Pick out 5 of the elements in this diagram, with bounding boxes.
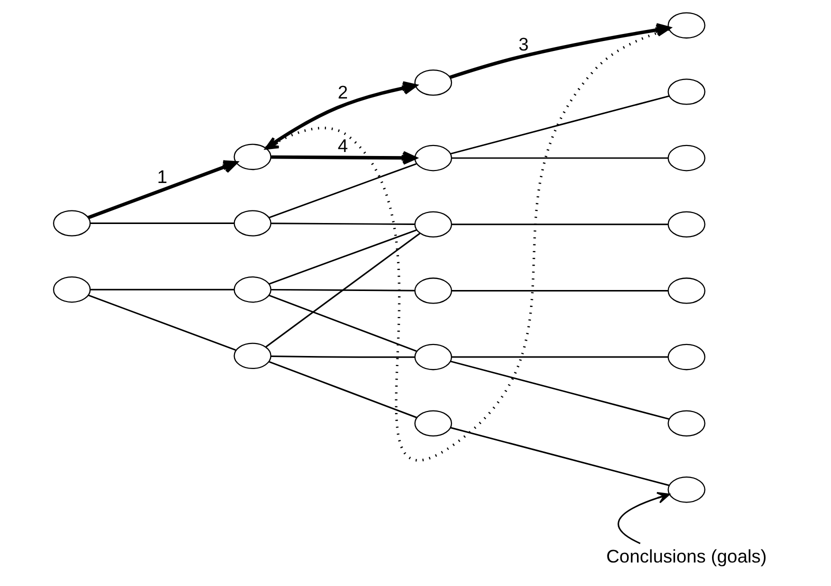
edge-label: 4 <box>338 135 348 156</box>
edge-label: 2 <box>338 81 348 102</box>
edge-label: 1 <box>157 166 168 187</box>
node-text: Conclusions (goals) <box>606 546 767 567</box>
edge-label: 3 <box>518 33 529 54</box>
